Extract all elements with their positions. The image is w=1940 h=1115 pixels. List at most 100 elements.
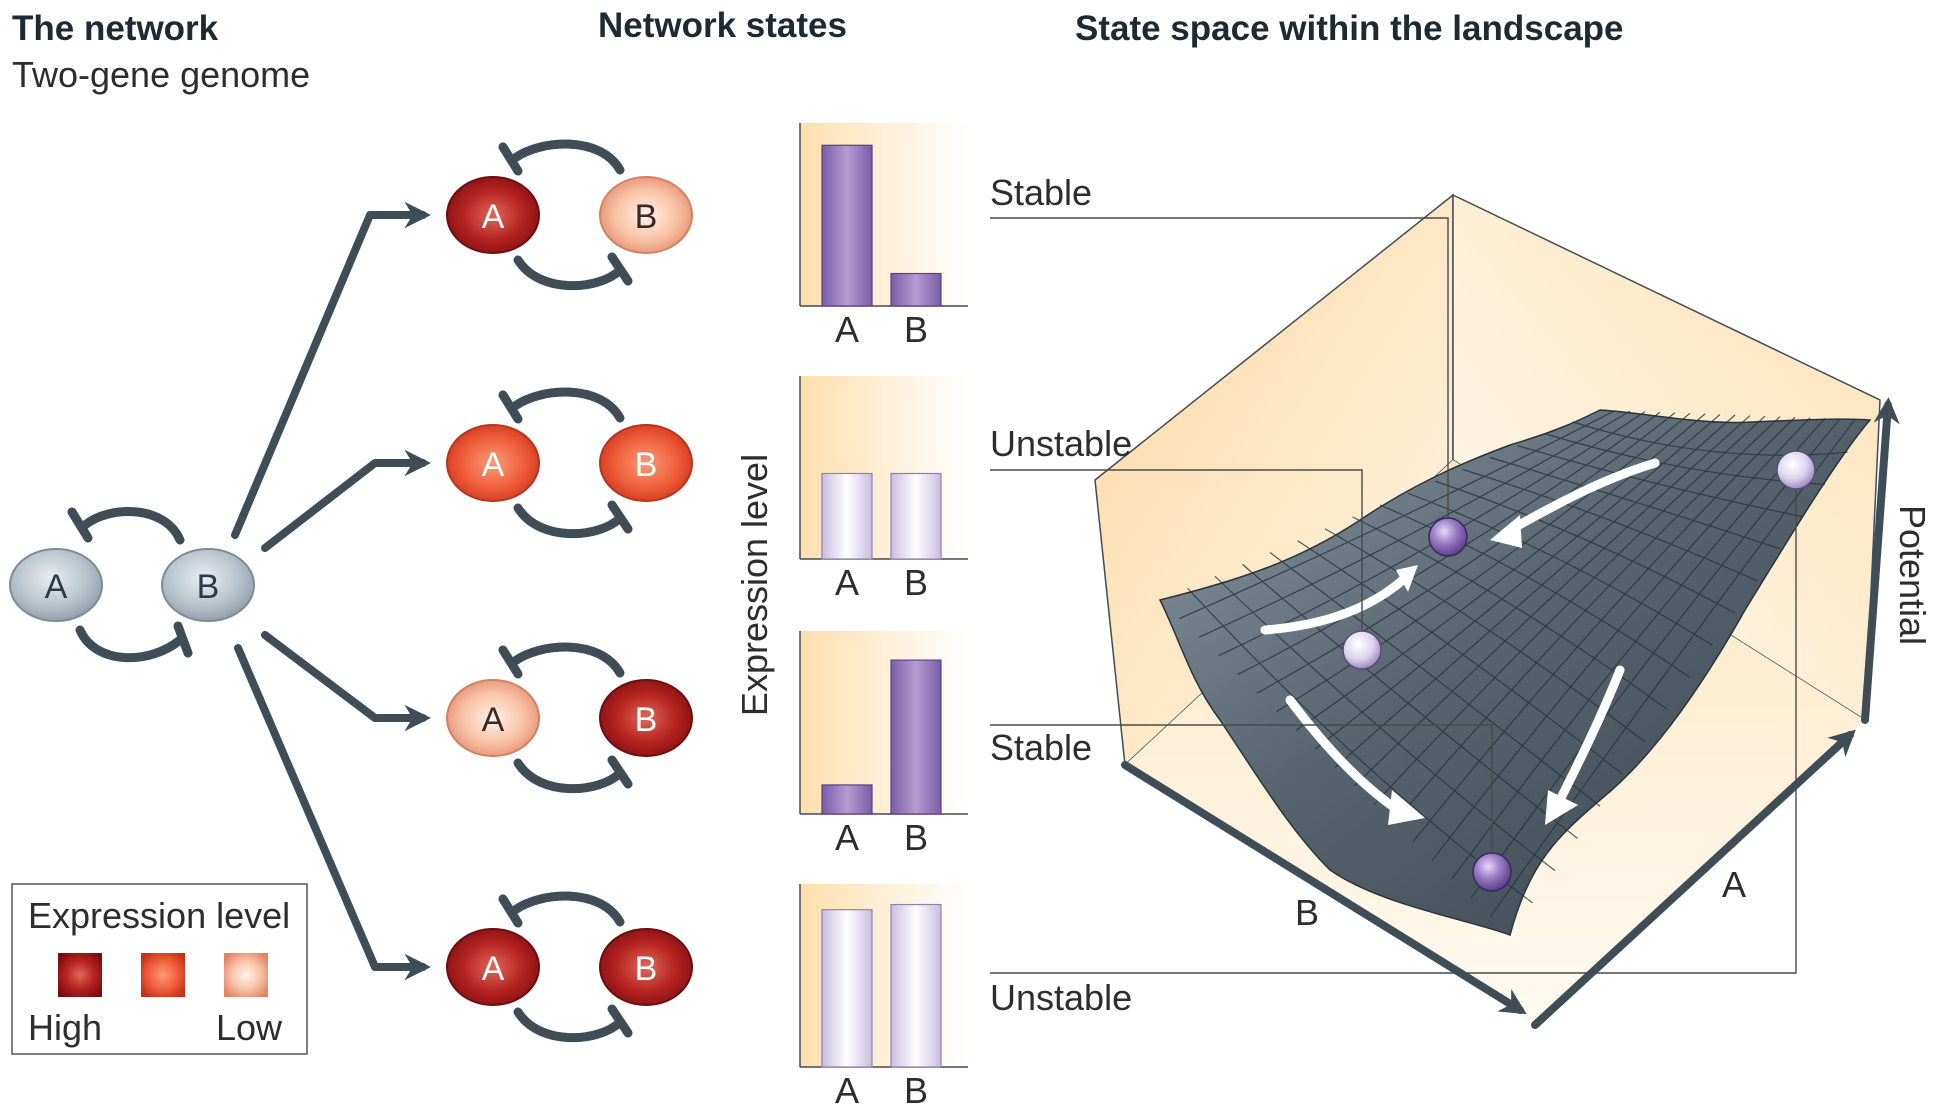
gene-a-label: A [482, 198, 505, 236]
bar-b [890, 272, 942, 307]
gene-a-label: A [482, 701, 505, 739]
stability-label-4: Unstable [990, 977, 1132, 1018]
repression-arc-top [510, 642, 625, 678]
axis-potential-label: Potential [1892, 505, 1933, 645]
bar-b-label: B [904, 1070, 928, 1111]
stable-state-ball-1 [1428, 517, 1468, 557]
stability-label-3: Stable [990, 727, 1092, 768]
states-title: Network states [598, 6, 847, 45]
bar-a [821, 144, 873, 307]
landscape-axes [1121, 397, 1900, 1029]
grid-line-v [1392, 416, 1781, 824]
gene-a-node [446, 679, 540, 757]
gene-a-label: A [45, 568, 68, 606]
repression-arc-top [510, 139, 625, 175]
grid-line-v [1198, 410, 1631, 638]
repression-bar-top [498, 894, 523, 928]
grid-line-v [1451, 417, 1826, 880]
bar-b [890, 903, 942, 1068]
bar-a [821, 909, 873, 1068]
gene-b-label: B [635, 198, 658, 236]
flow-arrow-1-head [1490, 515, 1522, 548]
grid-line-v [1373, 415, 1766, 806]
gene-b-node [599, 424, 693, 502]
axis-potential-line [1861, 397, 1900, 724]
stability-label-2: Unstable [990, 423, 1132, 464]
flow-arrow-2-head [1396, 565, 1418, 592]
gene-b-label: B [635, 701, 658, 739]
gene-b-label: B [197, 568, 220, 606]
repression-bar-bottom [607, 1004, 633, 1038]
gene-b-label: B [635, 446, 658, 484]
repression-arc-bottom [513, 1007, 625, 1043]
gene-a-label: A [482, 446, 505, 484]
axis-a-line [1531, 729, 1856, 1029]
repression-bar-bottom [607, 755, 633, 789]
gene-a-node [446, 176, 540, 254]
grid-line-u [1242, 563, 1578, 839]
unstable-state-ball-2 [1776, 450, 1816, 490]
gene-b-node [161, 548, 255, 622]
bar-a [821, 784, 873, 815]
axis-a-label: A [1722, 864, 1746, 905]
repression-bar-top [498, 645, 523, 679]
connector-stable-1 [990, 217, 1449, 520]
bar-b-label: B [904, 817, 928, 858]
repression-arc-bottom [513, 758, 625, 794]
gene-a-node [446, 424, 540, 502]
grid-line-u [1489, 456, 1781, 550]
branch-arrow-4 [234, 644, 431, 981]
grid-line-u [1269, 552, 1601, 807]
gene-b-node [599, 679, 693, 757]
repression-bar-top [498, 390, 523, 424]
bar-b [890, 659, 942, 815]
grid-line-u [1214, 575, 1556, 872]
surface-grid [1179, 410, 1856, 917]
gene-a-node [446, 928, 540, 1006]
network-subtitle: Two-gene genome [12, 54, 310, 95]
bar-axis-label: Expression level [734, 454, 775, 716]
legend-swatch-low [224, 953, 268, 997]
bar-a [821, 472, 873, 560]
grid-line-v [1256, 412, 1676, 694]
grid-line-v [1431, 417, 1811, 861]
potential-surface [1158, 409, 1872, 936]
repression-arc-top [510, 891, 625, 927]
legend-swatch-mid [141, 953, 185, 997]
connector-unstable-2 [990, 470, 1797, 974]
flow-arrow-4-head [1545, 790, 1578, 825]
repression-bar-bottom [607, 500, 633, 534]
legend-high-label: High [28, 1007, 102, 1048]
flow-arrows [1260, 458, 1660, 825]
repression-bar-bottom [607, 252, 633, 286]
axis-b-line [1121, 761, 1527, 1015]
repression-bar-bottom [173, 621, 193, 658]
flow-arrow-3 [1285, 695, 1400, 813]
connector-unstable-1 [990, 469, 1363, 650]
repression-bar-top [67, 507, 93, 543]
gene-b-label: B [635, 950, 658, 988]
branch-arrow-3 [261, 631, 431, 732]
axis-b-label: B [1295, 892, 1319, 933]
grid-line-u [1462, 468, 1758, 582]
grid-line-v [1315, 413, 1721, 750]
gene-a-node [9, 548, 103, 622]
landscape-title: State space within the landscape [1075, 9, 1624, 48]
grid-line-v [1412, 416, 1796, 843]
repression-arc-bottom [513, 255, 625, 291]
network-title: The network [12, 9, 219, 48]
stable-state-ball-2 [1472, 852, 1512, 892]
gene-a-label: A [482, 950, 505, 988]
expression-legend: Expression level High Low [11, 883, 308, 1055]
grid-line-v [1334, 414, 1736, 768]
